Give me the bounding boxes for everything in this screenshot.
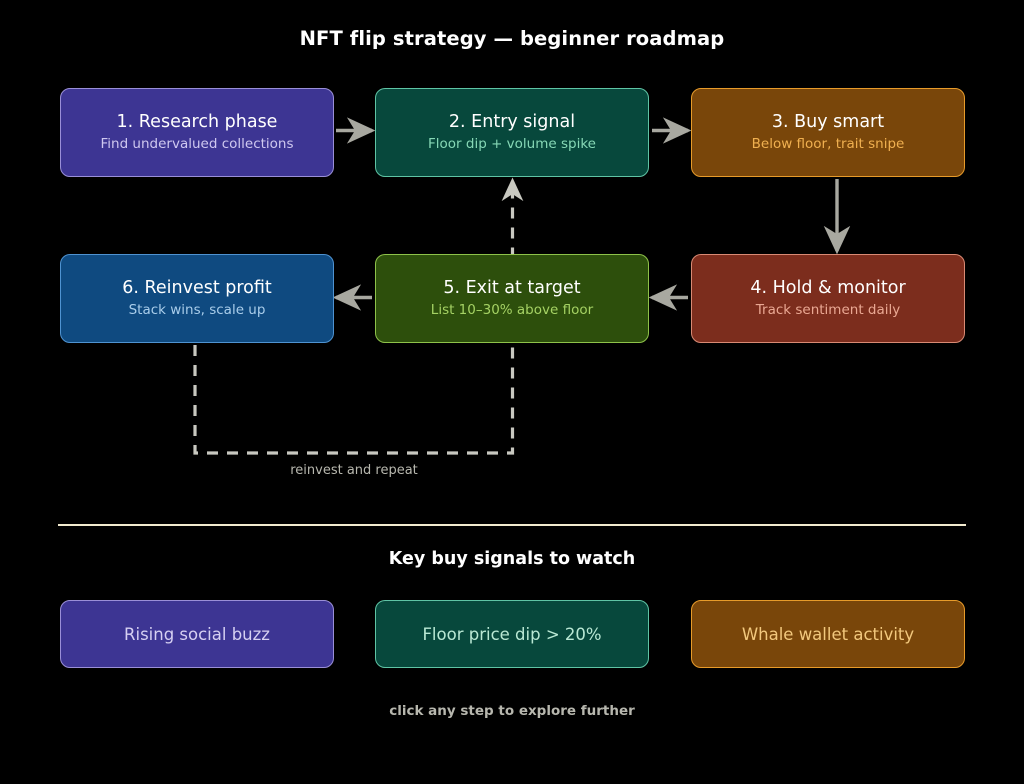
step-title: 6. Reinvest profit (122, 278, 272, 299)
signal-chip-whale-wallet-activity[interactable]: Whale wallet activity (691, 600, 965, 668)
signal-chip-label: Rising social buzz (124, 624, 270, 644)
footer-note: click any step to explore further (389, 703, 635, 719)
step-title: 5. Exit at target (443, 278, 581, 299)
step-title: 1. Research phase (116, 112, 278, 133)
step-box-buy-smart[interactable]: 3. Buy smart Below floor, trait snipe (691, 88, 965, 177)
loop-label: reinvest and repeat (290, 463, 418, 478)
step-title: 3. Buy smart (771, 112, 885, 133)
step-subtitle: Find undervalued collections (100, 135, 294, 152)
signal-chip-label: Floor price dip > 20% (422, 624, 602, 644)
step-box-hold-monitor[interactable]: 4. Hold & monitor Track sentiment daily (691, 254, 965, 343)
step-title: 2. Entry signal (448, 112, 576, 133)
step-box-reinvest-profit[interactable]: 6. Reinvest profit Stack wins, scale up (60, 254, 334, 343)
step-title: 4. Hold & monitor (750, 278, 906, 299)
step-box-research-phase[interactable]: 1. Research phase Find undervalued colle… (60, 88, 334, 177)
signal-chip-label: Whale wallet activity (741, 624, 915, 644)
signal-chip-rising-social-buzz[interactable]: Rising social buzz (60, 600, 334, 668)
step-box-entry-signal[interactable]: 2. Entry signal Floor dip + volume spike (375, 88, 649, 177)
signals-section-title: Key buy signals to watch (388, 549, 636, 569)
step-subtitle: Below floor, trait snipe (751, 135, 905, 152)
step-subtitle: List 10–30% above floor (430, 301, 594, 318)
step-subtitle: Floor dip + volume spike (428, 135, 596, 152)
page-title: NFT flip strategy — beginner roadmap (299, 27, 725, 50)
step-box-exit-at-target[interactable]: 5. Exit at target List 10–30% above floo… (375, 254, 649, 343)
step-subtitle: Track sentiment daily (755, 301, 901, 318)
section-divider (58, 524, 966, 526)
step-subtitle: Stack wins, scale up (128, 301, 266, 318)
signal-chip-floor-price-dip[interactable]: Floor price dip > 20% (375, 600, 649, 668)
